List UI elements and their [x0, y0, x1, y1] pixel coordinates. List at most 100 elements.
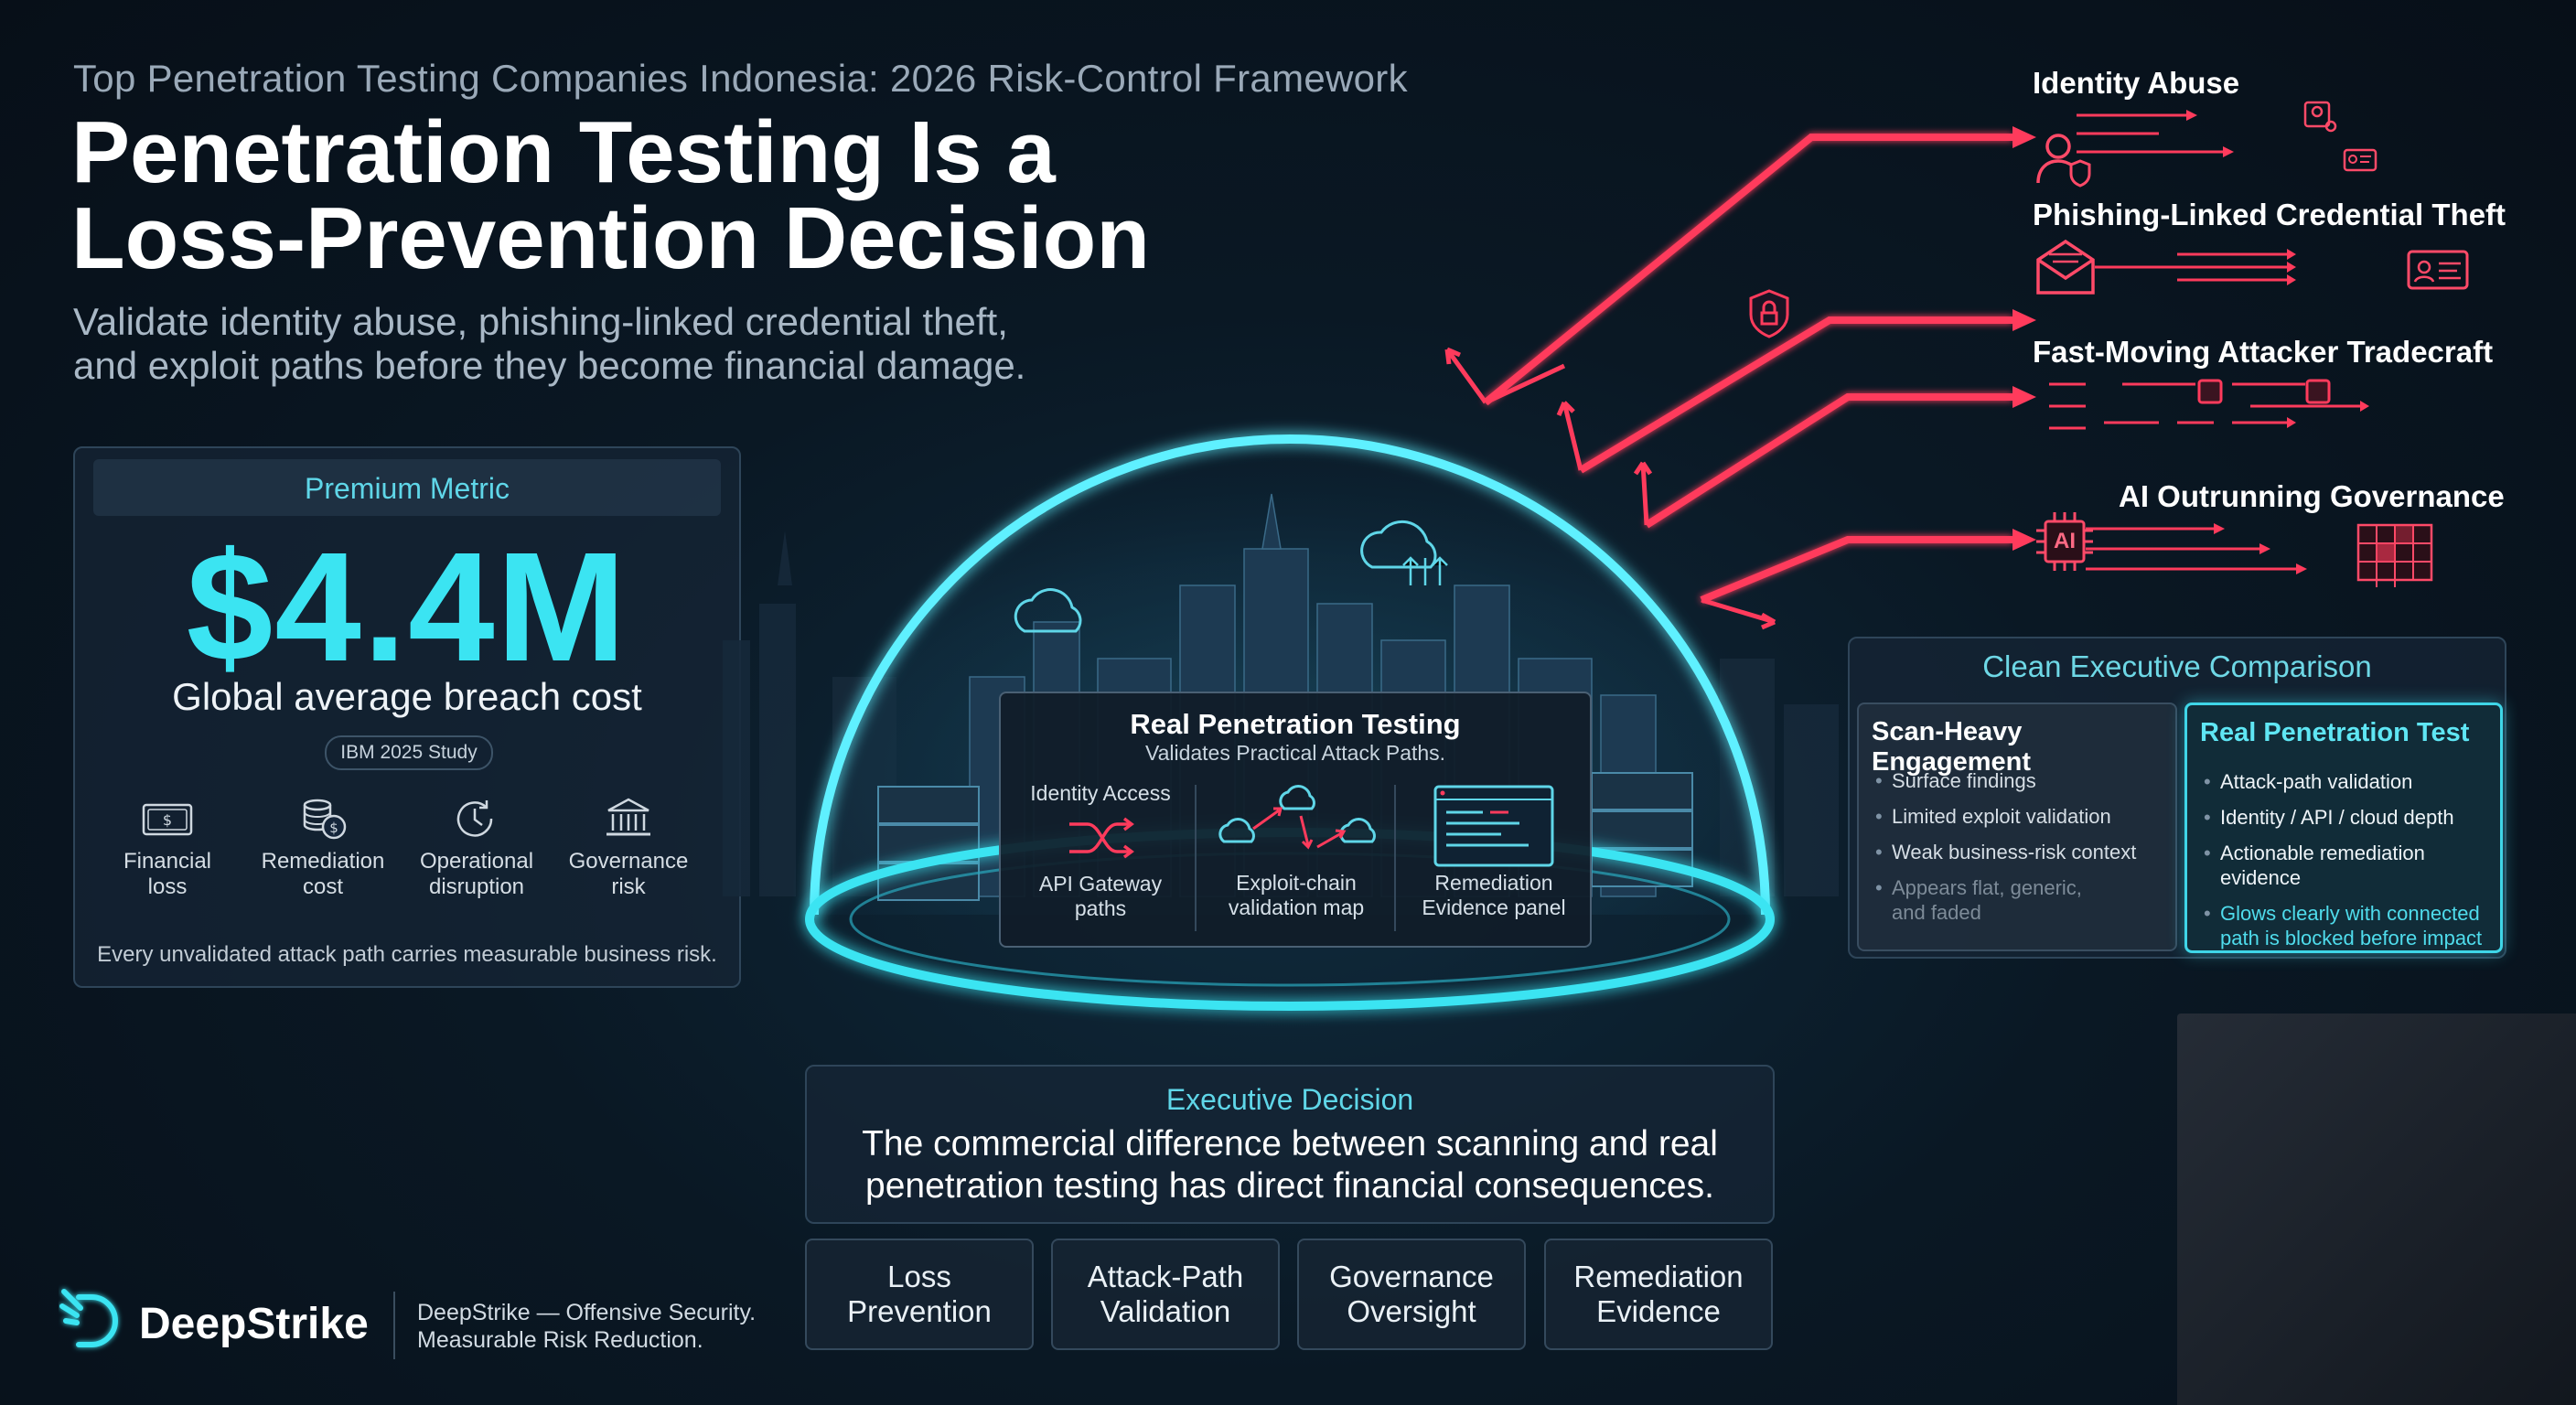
id-card-icon [2343, 148, 2377, 172]
risk-label: Governance risk [551, 849, 706, 900]
comparison-title: Clean Executive Comparison [1982, 649, 2372, 683]
decision-text: The commercial difference between scanni… [843, 1123, 1736, 1207]
clock-icon [456, 800, 493, 837]
risk-label-line: loss [147, 874, 188, 899]
tagline-line: DeepStrike — Offensive Security. [417, 1300, 757, 1325]
pillar-line: Validation [1100, 1294, 1231, 1328]
real-pentest-column: Real Penetration Test Attack-path valida… [2184, 702, 2503, 953]
metric-label: Global average breach cost [172, 675, 642, 718]
risk-label-line: Remediation [261, 849, 385, 874]
threat-credential-theft: Phishing-Linked Credential Theft [2033, 198, 2506, 231]
risk-item-financial: $ Financial loss [90, 796, 245, 900]
risk-item-governance: Governance risk [551, 796, 706, 900]
upload-arrows-icon [1402, 556, 1448, 585]
api-gateway-label: API Gateway paths [1004, 872, 1197, 921]
subhead-line-1: Validate identity abuse, phishing-linked… [73, 300, 1008, 343]
identity-access-label: Identity Access [1030, 781, 1171, 805]
risk-label: Operational disruption [399, 849, 554, 900]
exploit-chain-column: Exploit-chain validation map [1200, 781, 1392, 920]
user-key-icon [2303, 101, 2337, 133]
panel-divider [1394, 785, 1396, 931]
user-shield-icon [2036, 134, 2091, 188]
pillar-line: Remediation [1573, 1260, 1744, 1293]
risk-label: Financial loss [90, 849, 245, 900]
risk-label: Remediation cost [245, 849, 401, 900]
scan-heavy-list: Surface findings Limited exploit validat… [1872, 768, 2136, 936]
remediation-evidence-line: Remediation [1434, 871, 1553, 895]
real-pentest-list: Attack-path validation Identity / API / … [2200, 769, 2500, 961]
credential-card-icon [2407, 250, 2469, 290]
kicker-title: Top Penetration Testing Companies Indone… [73, 57, 1408, 100]
risk-label-line: risk [611, 874, 646, 899]
exploit-chain-line: validation map [1228, 896, 1365, 919]
dark-panel-decoration [2177, 1014, 2576, 1405]
real-pentest-subtitle: Validates Practical Attack Paths. [1144, 741, 1446, 765]
brand-divider [393, 1292, 395, 1359]
money-icon: $ [142, 803, 193, 836]
pillar-line: Loss [887, 1260, 951, 1293]
panel-divider [1195, 785, 1197, 931]
list-item: Weak business-risk context [1872, 840, 2136, 864]
crossing-paths-icon [1069, 817, 1134, 859]
decision-line: The commercial difference between scanni… [862, 1124, 1718, 1164]
executive-decision-card: Executive Decision The commercial differ… [805, 1065, 1775, 1224]
metric-footer: Every unvalidated attack path carries me… [97, 942, 717, 967]
faded-line: and faded [1892, 901, 1981, 924]
svg-text:$: $ [329, 820, 338, 836]
risk-item-operational: Operational disruption [399, 796, 554, 900]
pillar-line: Attack-Path [1087, 1260, 1244, 1293]
scan-heavy-column: Scan-Heavy Engagement Surface findings L… [1857, 702, 2177, 951]
metric-value: $4.4M [186, 520, 628, 694]
exploit-chain-map-icon [1218, 785, 1376, 850]
headline-line-1: Penetration Testing Is a [71, 103, 1056, 201]
exploit-chain-line: Exploit-chain [1236, 871, 1357, 895]
risk-label-line: Governance [568, 849, 689, 874]
remediation-evidence-column: Remediation Evidence panel [1398, 781, 1590, 920]
list-item: Limited exploit validation [1872, 804, 2136, 829]
source-badge: IBM 2025 Study [325, 735, 493, 770]
real-pentest-heading: Real Penetration Test [2200, 718, 2470, 747]
risk-item-remediation: $ Remediation cost [245, 796, 401, 900]
list-item: Actionable remediation evidence [2200, 841, 2500, 890]
headline-line-2: Loss-Prevention Decision [71, 189, 1150, 287]
brand-tagline: DeepStrike — Offensive Security. Measura… [417, 1299, 756, 1354]
coins-icon: $ [303, 799, 347, 840]
ai-chip-label: AI [2054, 529, 2076, 553]
threat-ai-governance: AI Outrunning Governance [2119, 479, 2505, 513]
glow-line: Glows clearly with connected [2220, 902, 2480, 925]
brand-name: DeepStrike [139, 1300, 369, 1348]
api-gateway-line: paths [1074, 896, 1127, 920]
svg-text:$: $ [163, 811, 172, 829]
list-item-faded: Appears flat, generic, and faded [1872, 875, 2136, 925]
decision-line: penetration testing has direct financial… [865, 1166, 1714, 1206]
subhead-line-2: and exploit paths before they become fin… [73, 344, 1026, 387]
risk-label-line: Operational [419, 849, 534, 874]
risk-label-line: cost [302, 874, 343, 899]
list-item-glow: Glows clearly with connected path is blo… [2200, 901, 2500, 950]
tagline-line: Measurable Risk Reduction. [417, 1327, 703, 1353]
dome-outline [810, 434, 1770, 916]
institution-icon [606, 798, 650, 836]
pillar-line: Governance [1329, 1260, 1494, 1293]
metric-title: Premium Metric [304, 472, 510, 505]
identity-access-column: Identity Access API Gateway paths [1004, 781, 1197, 921]
remediation-evidence-line: Evidence panel [1422, 896, 1566, 919]
list-item: Attack-path validation [2200, 769, 2500, 794]
cloud-icon [1014, 520, 1437, 633]
deepstrike-logo-icon [59, 1289, 118, 1347]
risk-label-line: Financial [123, 849, 212, 874]
lock-shield-icon [1749, 289, 1789, 338]
threat-attack-lines [1444, 110, 2369, 630]
remediation-evidence-label: Remediation Evidence panel [1398, 871, 1590, 920]
governance-grid-icon [2356, 523, 2433, 587]
risk-label-line: disruption [428, 874, 525, 899]
list-item: Surface findings [1872, 768, 2136, 793]
api-gateway-line: API Gateway [1038, 872, 1163, 896]
exploit-chain-label: Exploit-chain validation map [1200, 871, 1392, 920]
evidence-panel-icon [1433, 785, 1554, 867]
decision-title: Executive Decision [1165, 1083, 1414, 1116]
executive-comparison-card: Clean Executive Comparison Scan-Heavy En… [1848, 637, 2506, 959]
